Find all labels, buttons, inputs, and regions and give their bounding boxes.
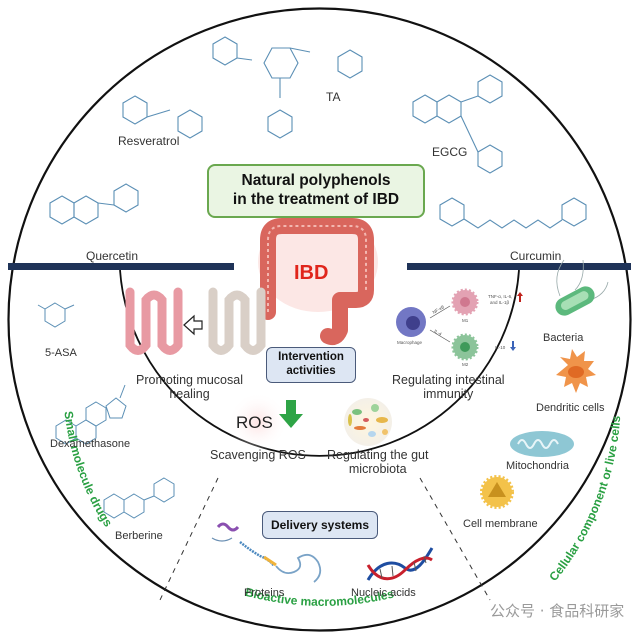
5asa-structure-icon — [37, 302, 75, 328]
activity-scavenging-ros: Scavenging ROS — [210, 448, 306, 462]
activity-microbiota-line2: microbiota — [348, 462, 407, 477]
dashed-divider-right — [419, 477, 491, 601]
ta-structure-icon — [212, 36, 363, 139]
dna-icon — [366, 547, 434, 581]
outer-circle — [7, 7, 632, 632]
delivery-systems-box: Delivery systems — [262, 511, 378, 539]
activity-mucosal-line1: Promoting mucosal — [136, 373, 243, 387]
macrophage-icon — [396, 307, 426, 337]
macromolecule-label-nucleic-acids: Nucleic acids — [351, 587, 416, 599]
berberine-structure-icon — [103, 477, 175, 519]
polyphenol-label-curcumin: Curcumin — [510, 249, 562, 263]
m2-output-label: IL-10 — [495, 345, 506, 350]
resveratrol-structure-icon — [122, 95, 203, 139]
colon-icon — [258, 212, 378, 346]
polyphenol-label-egcg: EGCG — [432, 145, 468, 159]
m1-label: M1 — [462, 318, 469, 323]
intervention-activities-box: Intervention activities — [266, 347, 356, 383]
drug-label-dexamethasone: Dexamethasone — [50, 438, 131, 450]
activity-immunity-line1: Regulating intestinal — [392, 373, 505, 387]
ros-glow-icon — [228, 392, 288, 452]
macrophage-label: Macrophage — [397, 340, 423, 345]
cell-membrane-icon — [480, 475, 514, 509]
ros-text: ROS — [236, 413, 273, 432]
activity-intestinal-immunity: Regulating intestinal immunity — [392, 373, 505, 402]
bacteria-icon — [555, 259, 609, 316]
intervention-line-2: activities — [286, 365, 336, 377]
healed-villi-icon — [208, 287, 266, 355]
il4-arrow-icon — [429, 329, 451, 343]
up-arrow-icon — [517, 292, 523, 302]
quercetin-structure-icon — [49, 183, 139, 225]
macromolecule-label-proteins: Proteins — [244, 587, 285, 599]
ros-down-arrow-icon — [279, 400, 303, 428]
dashed-divider-left — [159, 477, 219, 601]
divider-left — [8, 263, 234, 270]
mitochondria-icon — [510, 431, 574, 457]
inflamed-villi-icon — [125, 287, 183, 355]
down-arrow-icon — [510, 341, 516, 351]
small-molecule-drugs-category: Small molecule drugs — [61, 410, 115, 529]
divider-right — [407, 263, 631, 270]
drug-label-berberine: Berberine — [115, 530, 163, 542]
egcg-structure-icon — [412, 74, 503, 174]
m1-cell-icon — [451, 288, 479, 316]
title-line-2: in the treatment of IBD — [232, 191, 400, 208]
intervention-line-1: Intervention — [278, 351, 344, 364]
m1-output-line2: and IL-1β — [490, 300, 510, 305]
drug-label-5asa: 5-ASA — [45, 347, 77, 359]
activity-mucosal-healing: Promoting mucosal healing — [136, 373, 243, 402]
m2-label: M2 — [462, 362, 469, 367]
activity-gut-microbiota: Regulating the gut microbiota — [327, 448, 428, 477]
watermark: 公众号 · 食品科研家 — [490, 602, 625, 620]
curcumin-structure-icon — [439, 197, 587, 229]
main-title-box: Natural polyphenols in the treatment of … — [207, 164, 425, 218]
cell-label-dendritic-cells: Dendritic cells — [536, 402, 605, 414]
transition-arrow-icon — [183, 314, 203, 336]
microbiota-icon — [344, 398, 392, 446]
activity-mucosal-line2: healing — [169, 387, 210, 402]
polyphenol-label-ta: TA — [326, 90, 341, 104]
nfkb-arrow-icon — [429, 305, 451, 319]
title-line-1: Natural polyphenols — [241, 172, 391, 190]
ibd-label: IBD — [294, 262, 329, 284]
protein-icon — [211, 522, 322, 583]
cell-label-mitochondria: Mitochondria — [506, 460, 569, 472]
m2-cell-icon — [451, 333, 479, 361]
dendritic-cell-icon — [556, 349, 596, 393]
cell-label-bacteria: Bacteria — [543, 332, 584, 344]
m1-output-line1: TNF-α, IL-6, — [488, 294, 513, 299]
polyphenol-label-quercetin: Quercetin — [86, 249, 139, 263]
activity-microbiota-line1: Regulating the gut — [327, 448, 429, 462]
polyphenol-label-resveratrol: Resveratrol — [118, 134, 180, 148]
dexamethasone-structure-icon — [55, 384, 127, 445]
cell-label-cell-membrane: Cell membrane — [463, 518, 538, 530]
inner-circle — [119, 269, 520, 457]
activity-immunity-line2: immunity — [423, 387, 474, 402]
